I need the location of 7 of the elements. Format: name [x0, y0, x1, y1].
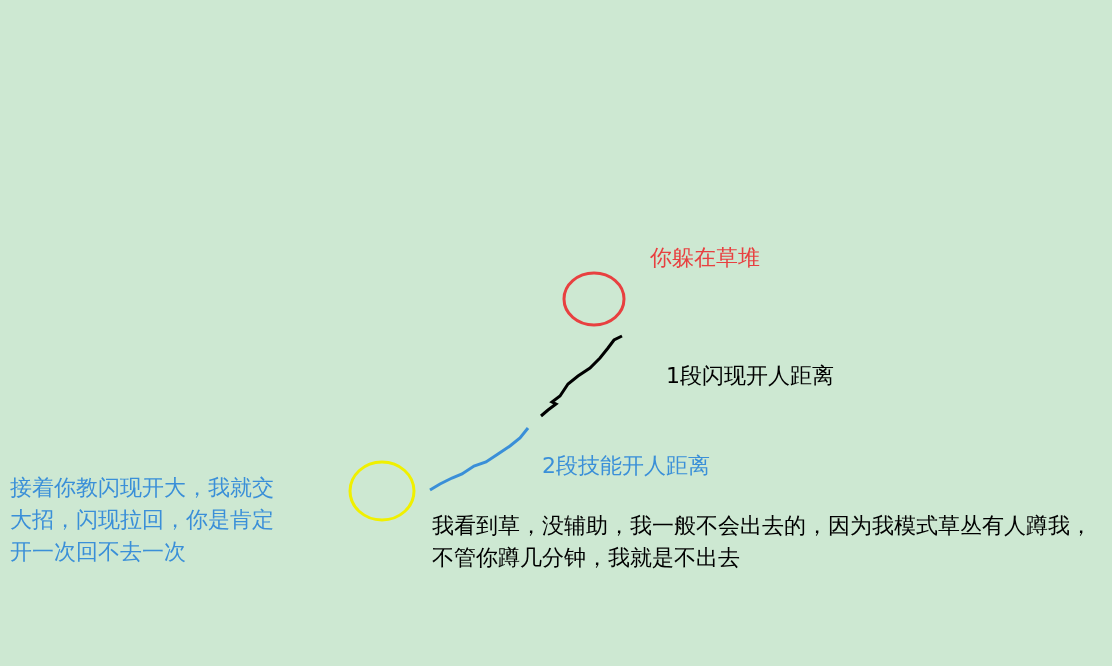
annotation-text: 1段闪现开人距离 [666, 362, 835, 390]
annotation-text: 我看到草，没辅助，我一般不会出去的，因为我模式草丛有人蹲我，不管你蹲几分钟，我就是不出去 [432, 512, 1093, 572]
circle-marker [348, 460, 416, 522]
circle-marker [562, 271, 626, 327]
annotation-text: 2段技能开人距离 [542, 452, 711, 480]
annotation-text: 接着你教闪现开大，我就交大招，闪现拉回，你是肯定开一次回不去一次 [10, 474, 275, 566]
annotation-text: 你躲在草堆 [650, 244, 761, 272]
